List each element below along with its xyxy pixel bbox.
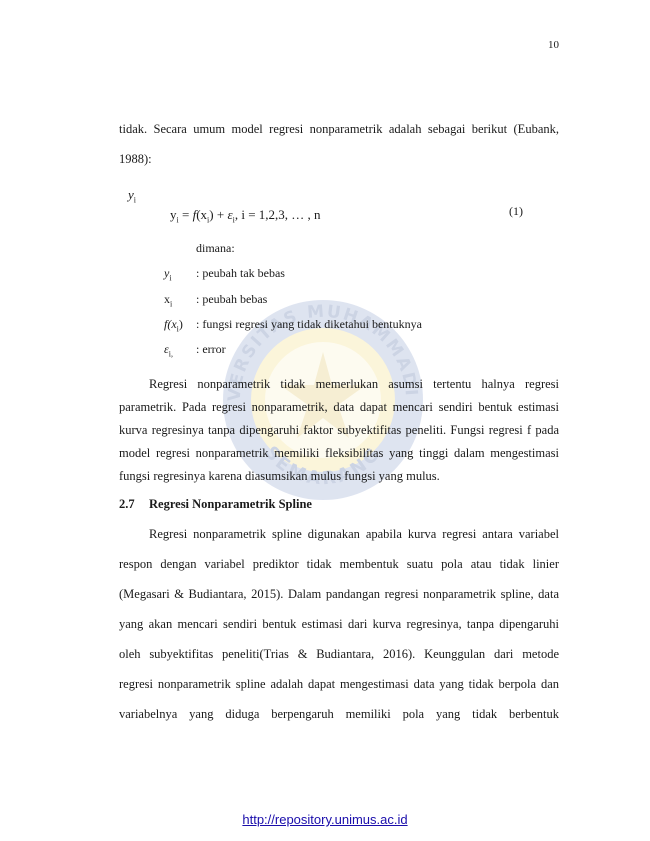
equation-number: (1) (509, 204, 523, 218)
paragraph-1-line: Regresi nonparametrik tidak memerlukan a… (149, 377, 559, 391)
paragraph-2-line: respon dengan variabel prediktor tidak m… (119, 557, 559, 571)
paragraph-1-line: kurva regresinya tanpa dipengaruhi fakto… (119, 423, 559, 437)
definition-row: εi,: error (164, 342, 226, 359)
paragraph-1-line: model regresi nonparametrik memiliki fle… (119, 446, 559, 460)
repository-link[interactable]: http://repository.unimus.ac.id (242, 812, 408, 827)
paragraph-2-line: regresi nonparametrik spline adalah dapa… (119, 677, 559, 691)
equation-1: yi = f(xi) + εi, i = 1,2,3, … , n (170, 207, 321, 225)
paragraph-1-line: parametrik. Pada regresi nonparametrik, … (119, 400, 559, 414)
university-seal-watermark: UNIVERSITAS MUHAMMADIYAH SEMARANG (218, 290, 423, 500)
page-number: 10 (548, 39, 559, 51)
definition-row: xi: peubah bebas (164, 292, 268, 309)
section-number: 2.7 (119, 497, 135, 511)
definitions-intro: dimana: (196, 241, 235, 255)
definition-row: yi: peubah tak bebas (164, 266, 285, 283)
definition-row: f(xi): fungsi regresi yang tidak diketah… (164, 317, 422, 334)
section-heading: 2.7 Regresi Nonparametrik Spline (119, 497, 312, 512)
paragraph-2-line: Regresi nonparametrik spline digunakan a… (149, 527, 559, 541)
section-title: Regresi Nonparametrik Spline (149, 497, 312, 511)
paragraph-1-line: fungsi regresinya karena diasumsikan mul… (119, 469, 440, 483)
intro-line-1: tidak. Secara umum model regresi nonpara… (119, 122, 559, 136)
intro-line-2: 1988): (119, 152, 152, 166)
paragraph-2-line: oleh subyektifitas peneliti(Trias & Budi… (119, 647, 559, 661)
equation-lead-symbol: yi (128, 187, 137, 205)
paragraph-2-line: (Megasari & Budiantara, 2015). Dalam pan… (119, 587, 559, 601)
paragraph-2-line: variabelnya yang diduga berpengaruh memi… (119, 707, 559, 721)
paragraph-2-line: yang akan mencari sendiri bentuk estimas… (119, 617, 559, 631)
